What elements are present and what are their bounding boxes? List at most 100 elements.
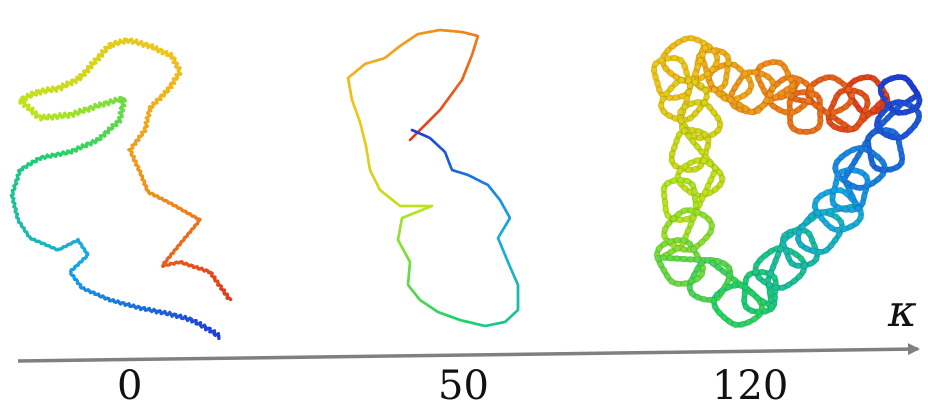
chain-bead: [868, 154, 874, 160]
chain-bead: [798, 242, 804, 248]
chain-bead: [653, 61, 659, 67]
chain-bead: [896, 110, 902, 116]
chain-bead: [661, 193, 667, 199]
chain-bead: [685, 78, 691, 84]
chain-bead: [847, 99, 853, 105]
chain-bead: [701, 296, 707, 302]
chain-bead: [749, 109, 755, 115]
chain-bead: [704, 257, 710, 263]
chain-bead: [675, 281, 681, 287]
chain-bead: [685, 228, 691, 234]
chain-bead: [708, 229, 714, 235]
chain-bead: [721, 261, 727, 267]
chain-bead: [705, 137, 711, 143]
chain-bead: [836, 205, 842, 211]
chain-bead: [768, 297, 774, 303]
chain-bead: [831, 124, 837, 130]
chain-bead: [708, 80, 714, 86]
chain-bead: [746, 319, 752, 325]
chain-bead: [805, 98, 811, 104]
chain-bead: [688, 221, 694, 227]
chain-bead: [714, 54, 720, 60]
chain-bead: [885, 102, 891, 108]
chain-bead: [796, 274, 802, 280]
chain-bead: [705, 144, 711, 150]
chain-bead: [706, 217, 712, 223]
chain-bead: [749, 308, 755, 314]
chain-bead: [882, 96, 888, 102]
chain-bead: [755, 295, 761, 301]
chain-bead: [710, 132, 716, 138]
chain-bead: [861, 193, 867, 199]
chain-bead: [752, 316, 758, 322]
chain-bead: [843, 104, 849, 110]
chain-bead: [725, 53, 731, 59]
chain-bead: [690, 215, 696, 221]
chain-bead: [800, 89, 806, 95]
chain-bead: [681, 208, 687, 214]
chain-bead: [678, 109, 684, 115]
tick-label-120: 120: [712, 366, 788, 406]
chain-bead: [727, 319, 733, 325]
chain-bead: [691, 189, 697, 195]
chain-bead: [673, 163, 679, 169]
chain-bead: [672, 55, 678, 61]
chain-bead: [674, 138, 680, 144]
kappa-axis-symbol: κ: [888, 290, 917, 334]
chain-bead: [753, 269, 759, 275]
chain-bead: [692, 79, 698, 85]
chain-bead: [656, 246, 662, 252]
chain-bead: [743, 106, 749, 112]
chain-bead: [769, 303, 775, 309]
chain-bead: [692, 195, 698, 201]
chain-bead: [808, 261, 814, 267]
chain-bead: [815, 210, 821, 216]
chain-bead: [821, 209, 827, 215]
chain-bead: [752, 69, 758, 75]
chain-bead: [734, 96, 740, 102]
chain-bead: [875, 154, 881, 160]
chain-bead: [859, 147, 865, 153]
chain-segment: [412, 130, 414, 131]
chain-bead: [911, 85, 917, 91]
chain-bead: [909, 107, 915, 113]
chain-bead: [660, 255, 666, 261]
chain-bead: [844, 150, 850, 156]
chain-bead: [865, 141, 871, 147]
chain-bead: [849, 194, 855, 200]
chain-bead: [816, 124, 822, 130]
chain-bead: [835, 227, 841, 233]
chain-bead: [732, 277, 738, 283]
chain-bead: [720, 49, 726, 55]
chain-bead: [673, 95, 679, 101]
chain-bead: [666, 113, 672, 119]
chain-bead: [703, 87, 709, 93]
chain-bead: [864, 183, 870, 189]
chain-bead: [678, 57, 684, 63]
chain-bead: [845, 170, 851, 176]
chain-bead: [795, 107, 801, 113]
chain-bead: [863, 174, 869, 180]
chain-bead: [722, 80, 728, 86]
chain-bead: [676, 132, 682, 138]
chain-bead: [813, 197, 819, 203]
chain-bead: [716, 91, 722, 97]
chain-bead: [739, 321, 745, 327]
chain-bead: [704, 71, 710, 77]
chain-bead: [837, 107, 843, 113]
chain-bead: [690, 182, 696, 188]
chain-bead: [786, 282, 792, 288]
chain-bead: [841, 176, 847, 182]
chain-bead: [746, 272, 752, 278]
chain-bead: [896, 99, 902, 105]
chain-bead: [695, 209, 701, 215]
chain-bead: [877, 128, 883, 134]
chain-bead: [857, 119, 863, 125]
chain-bead: [661, 241, 667, 247]
chain-bead: [674, 237, 680, 243]
chain-bead: [698, 260, 704, 266]
chain-bead: [681, 128, 687, 134]
chain-bead: [824, 190, 830, 196]
chain-bead: [882, 79, 888, 85]
chain-bead: [755, 309, 761, 315]
